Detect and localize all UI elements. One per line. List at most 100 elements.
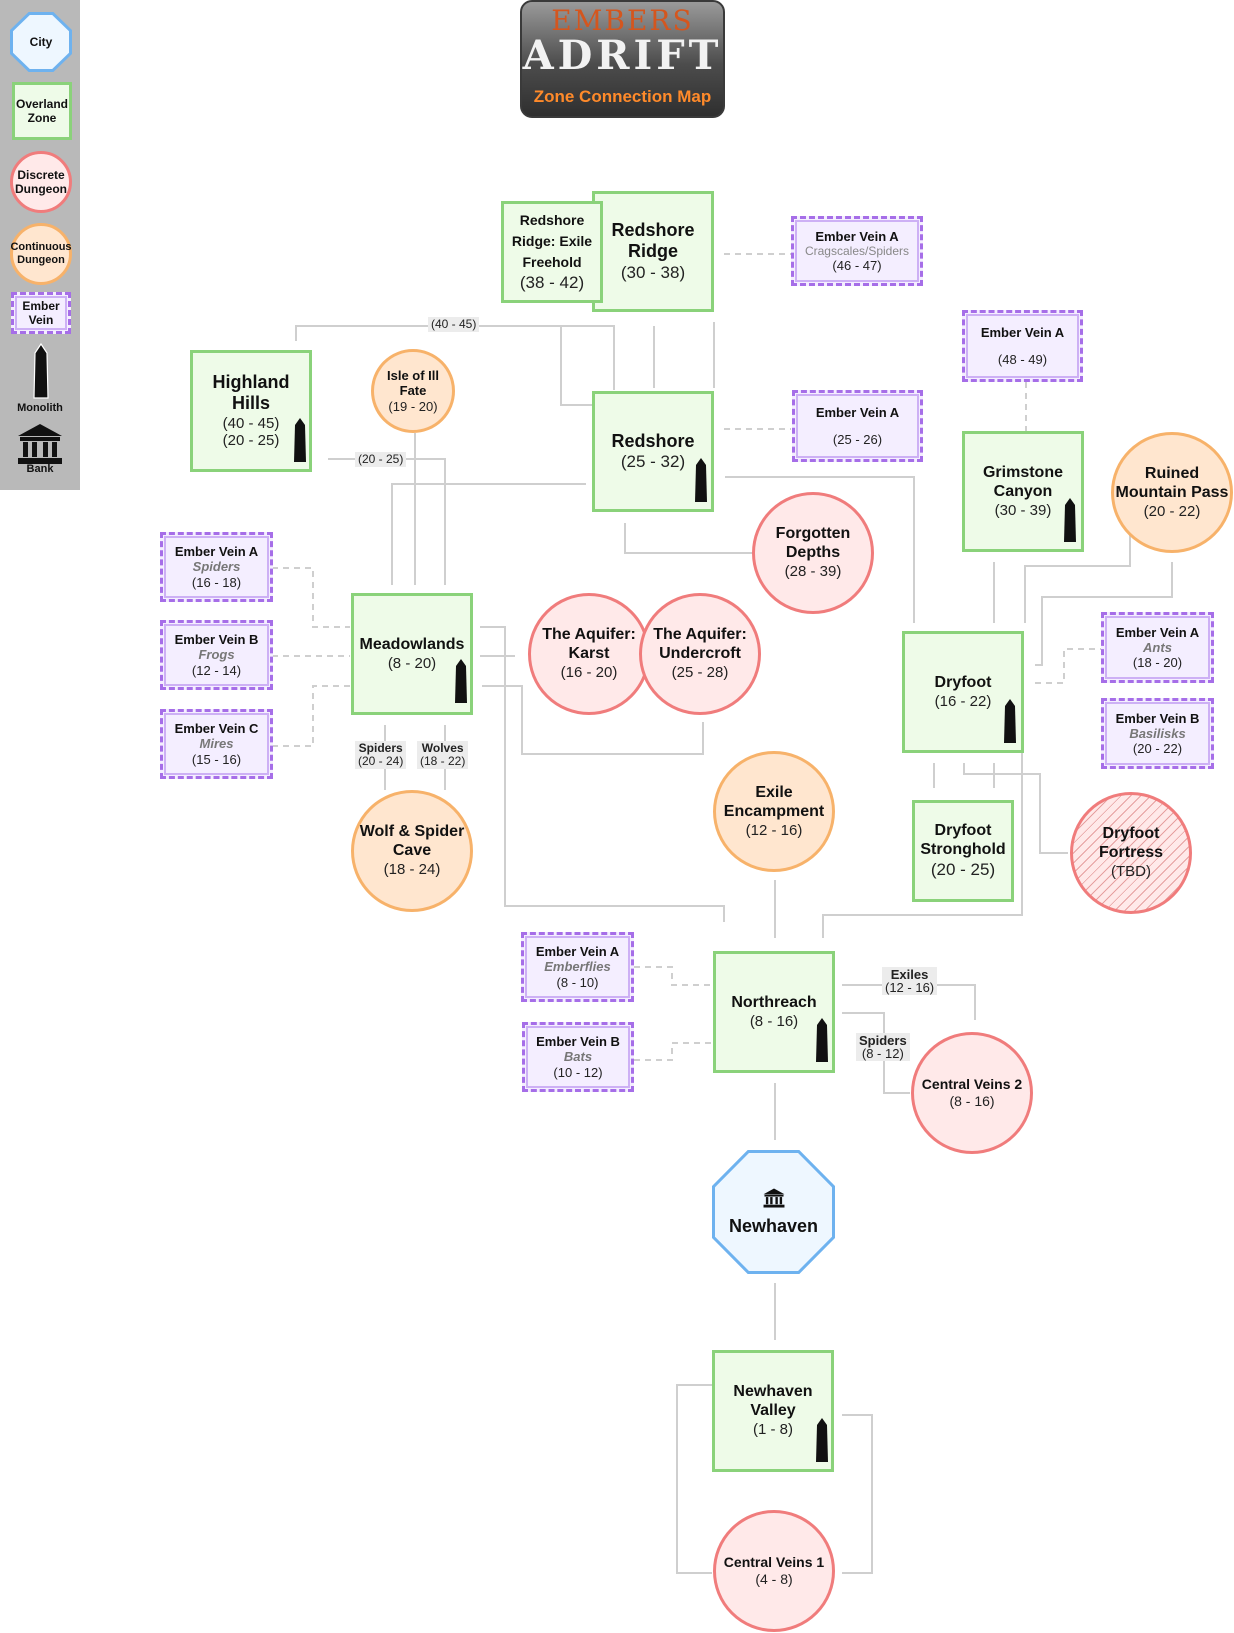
vein-level: (16 - 18): [191, 574, 242, 590]
zone-meadowlands[interactable]: Meadowlands (8 - 20): [351, 593, 473, 715]
zone-name: Northreach: [731, 993, 817, 1011]
zone-dryfoot[interactable]: Dryfoot (16 - 22): [902, 631, 1024, 753]
vein-name: Ember Vein C: [174, 721, 259, 736]
ember-vein-ridge[interactable]: Ember Vein A Cragscales/Spiders (46 - 47…: [791, 216, 923, 286]
zone-name: Dryfoot: [934, 673, 992, 691]
vein-level: (46 - 47): [832, 258, 882, 274]
legend-monolith-label: Monolith: [17, 402, 63, 415]
zone-northreach[interactable]: Northreach (8 - 16): [713, 951, 835, 1073]
zone-level: (38 - 42): [519, 273, 585, 293]
zone-name: Dryfoot Stronghold: [920, 822, 1006, 858]
map-title: Zone Connection Map: [533, 87, 712, 106]
vein-creatures: Emberflies: [544, 959, 611, 975]
zone-redshore-ridge[interactable]: Redshore Ridge (30 - 38): [592, 191, 714, 312]
vein-level: (8 - 10): [556, 974, 599, 990]
dungeon-name: Exile Encampment: [723, 783, 825, 820]
zone-name: Highland Hills: [212, 372, 290, 414]
dungeon-central-veins-2[interactable]: Central Veins 2 (8 - 16): [911, 1032, 1033, 1154]
edge-level: (8 - 12): [861, 1046, 904, 1061]
logo-main-text: ADRIFT: [522, 32, 723, 79]
ember-vein-dryfoot-a[interactable]: Ember Vein A Ants (18 - 20): [1101, 612, 1214, 683]
ember-vein-redshore[interactable]: Ember Vein A (25 - 26): [792, 390, 923, 462]
monolith-icon: [33, 343, 49, 399]
ember-vein-meadowlands-c[interactable]: Ember Vein C Mires (15 - 16): [160, 709, 273, 779]
dungeon-wolf-spider-cave[interactable]: Wolf & Spider Cave (18 - 24): [351, 790, 473, 912]
monolith-icon: [1064, 498, 1076, 542]
ember-vein-northreach-a[interactable]: Ember Vein A Emberflies (8 - 10): [521, 932, 634, 1002]
zone-name: Redshore: [611, 430, 695, 451]
ember-vein-dryfoot-b[interactable]: Ember Vein B Basilisks (20 - 22): [1101, 698, 1214, 769]
edge-level: (20 - 24): [358, 754, 404, 768]
city-name: Newhaven: [728, 1215, 819, 1236]
zone-dryfoot-stronghold[interactable]: Dryfoot Stronghold (20 - 25): [912, 800, 1014, 902]
dungeon-name: Forgotten Depths: [775, 525, 851, 562]
edge-name: Exiles: [890, 967, 929, 982]
dungeon-ruined-mountain-pass[interactable]: Ruined Mountain Pass (20 - 22): [1111, 432, 1233, 553]
vein-name: Ember Vein A: [174, 544, 259, 559]
dungeon-name: Central Veins 1: [723, 1554, 825, 1571]
zone-name: Redshore Ridge: [611, 220, 695, 262]
dungeon-exile-encampment[interactable]: Exile Encampment (12 - 16): [713, 751, 835, 872]
zone-highland-hills[interactable]: Highland Hills (40 - 45) (20 - 25): [190, 350, 312, 472]
zone-name: Meadowlands: [359, 635, 465, 653]
zone-level: (25 - 32): [620, 452, 686, 472]
bank-icon: [763, 1187, 784, 1208]
edge-label-northreach-spiders: Spiders (8 - 12): [856, 1033, 910, 1061]
vein-creatures: Ants: [1143, 639, 1172, 655]
legend-vein-label: Ember Vein: [22, 298, 60, 327]
dungeon-aquifer-undercroft[interactable]: The Aquifer: Undercroft (25 - 28): [639, 593, 761, 715]
vein-name: Ember Vein B: [536, 1034, 620, 1049]
vein-level: (18 - 20): [1132, 655, 1183, 671]
city-newhaven[interactable]: Newhaven: [712, 1150, 835, 1274]
vein-creatures: Cragscales/Spiders: [804, 243, 910, 258]
zone-level: (30 - 38): [620, 262, 686, 282]
dungeon-level: (16 - 20): [560, 664, 618, 682]
zone-level: (8 - 16): [749, 1012, 799, 1030]
monolith-icon: [455, 659, 467, 703]
dungeon-central-veins-1[interactable]: Central Veins 1 (4 - 8): [713, 1510, 835, 1632]
legend-overland-label: Overland Zone: [15, 96, 69, 125]
zone-level: (20 - 25): [930, 859, 996, 879]
vein-name: Ember Vein A: [1115, 624, 1200, 640]
dungeon-dryfoot-fortress[interactable]: Dryfoot Fortress (TBD): [1070, 792, 1192, 914]
zone-redshore[interactable]: Redshore (25 - 32): [592, 391, 714, 512]
vein-name: Ember Vein A: [815, 404, 900, 420]
dungeon-forgotten-depths[interactable]: Forgotten Depths (28 - 39): [752, 492, 874, 614]
ember-vein-grimstone[interactable]: Ember Vein A (48 - 49): [962, 310, 1083, 382]
edge-label-wolves: Wolves (18 - 22): [417, 741, 469, 769]
zone-grimstone-canyon[interactable]: Grimstone Canyon (30 - 39): [962, 431, 1084, 552]
dungeon-isle-of-ill-fate[interactable]: Isle of Ill Fate (19 - 20): [371, 349, 455, 433]
vein-level: (10 - 12): [553, 1064, 603, 1080]
edge-name: Spiders: [358, 741, 403, 755]
edge-label-hills-meadow: (20 - 25): [355, 452, 407, 467]
dungeon-level: (19 - 20): [388, 398, 438, 414]
vein-name: Ember Vein B: [174, 632, 259, 647]
vein-name: Ember Vein A: [815, 228, 899, 244]
dungeon-name: The Aquifer: Undercroft: [653, 626, 747, 663]
dungeon-level: (4 - 8): [755, 1571, 793, 1587]
zone-newhaven-valley[interactable]: Newhaven Valley (1 - 8): [712, 1350, 834, 1472]
dungeon-aquifer-karst[interactable]: The Aquifer: Karst (16 - 20): [528, 593, 650, 715]
legend-overland: Overland Zone: [12, 82, 72, 140]
dungeon-name: Ruined Mountain Pass: [1115, 464, 1229, 501]
vein-creatures: Basilisks: [1129, 725, 1186, 741]
ember-vein-meadowlands-a[interactable]: Ember Vein A Spiders (16 - 18): [160, 532, 273, 602]
game-logo: EMBERS ADRIFT Zone Connection Map: [520, 0, 725, 118]
ember-vein-meadowlands-b[interactable]: Ember Vein B Frogs (12 - 14): [160, 620, 273, 690]
vein-level: (48 - 49): [997, 351, 1048, 367]
monolith-icon: [816, 1418, 828, 1462]
dungeon-name: Central Veins 2: [921, 1076, 1023, 1093]
edge-level: (18 - 22): [420, 754, 466, 768]
zone-redshore-ridge-exile-freehold[interactable]: Redshore Ridge: Exile Freehold (38 - 42): [501, 201, 603, 303]
edge-level: (20 - 25): [358, 452, 404, 466]
monolith-icon: [816, 1018, 828, 1062]
monolith-icon: [695, 458, 707, 502]
zone-name: Redshore Ridge: Exile Freehold: [511, 212, 593, 271]
dungeon-level: (25 - 28): [671, 664, 729, 682]
legend-city: City: [10, 12, 72, 72]
vein-creatures: Bats: [563, 1049, 593, 1065]
edge-level: (12 - 16): [885, 980, 935, 995]
ember-vein-northreach-b[interactable]: Ember Vein B Bats (10 - 12): [522, 1022, 634, 1092]
zone-level-secondary: (20 - 25): [222, 432, 280, 450]
legend-bank-label: Bank: [26, 463, 54, 476]
